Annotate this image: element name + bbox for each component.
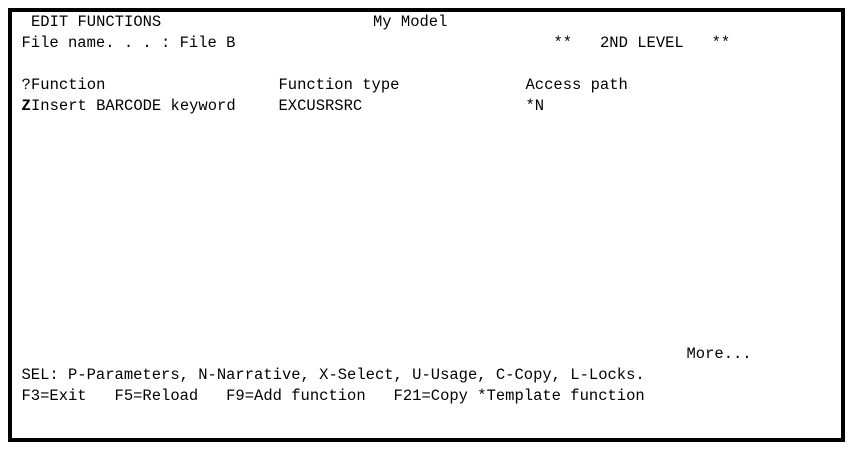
table-row[interactable]: Z Insert BARCODE keyword EXCUSRSRC *N [12,96,841,117]
page-title: EDIT FUNCTIONS [31,13,162,31]
sel-legend: SEL: P-Parameters, N-Narrative, X-Select… [21,366,645,384]
row-access-path: *N [525,97,545,115]
terminal-screen[interactable]: EDIT FUNCTIONS My Model File name. . . :… [12,12,841,438]
function-keys-legend[interactable]: F3=Exit F5=Reload F9=Add function F21=Co… [21,387,645,405]
row-function-name[interactable]: Insert BARCODE keyword [31,97,236,115]
model-name: My Model [373,13,448,31]
column-header-access-path: Access path [525,76,628,94]
sel-legend-row: SEL: P-Parameters, N-Narrative, X-Select… [12,365,841,386]
row-function-type: EXCUSRSRC [278,97,363,115]
column-header-function-type: Function type [278,76,400,94]
title-row: EDIT FUNCTIONS My Model [12,12,841,33]
column-header-function: Function [31,76,106,94]
empty-list-area [12,117,841,342]
function-keys-row: F3=Exit F5=Reload F9=Add function F21=Co… [12,386,841,407]
more-indicator: More... [686,345,752,363]
more-indicator-row: More... [12,344,841,365]
column-headers-row: ? Function Function type Access path [12,75,841,96]
level-indicator-badge: ** 2ND LEVEL ** [553,34,731,52]
file-name-field[interactable]: File name. . . : File B [21,34,236,52]
file-name-row: File name. . . : File B ** 2ND LEVEL ** [12,33,841,54]
column-header-select: ? [21,76,31,94]
terminal-frame: EDIT FUNCTIONS My Model File name. . . :… [8,8,845,442]
row-select-input[interactable]: Z [21,97,31,115]
